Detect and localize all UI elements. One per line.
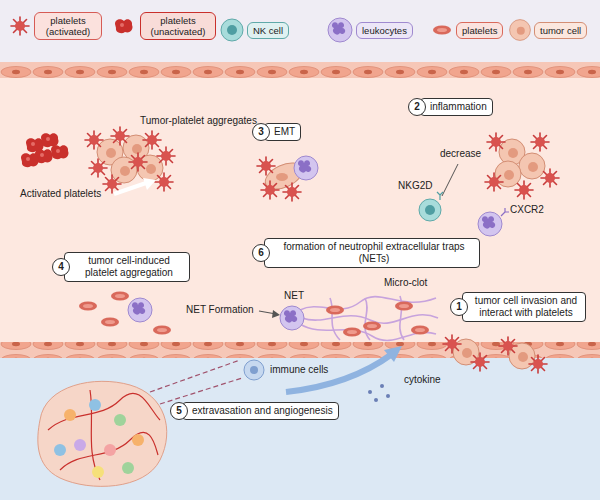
annotation-label: cytokine — [404, 374, 441, 386]
annotation-label: decrease — [440, 148, 481, 160]
callout-number: 4 — [52, 258, 70, 276]
legend-label: tumor cell — [534, 22, 587, 39]
annotation-label: NKG2D — [398, 180, 432, 192]
legend-label: platelets (activated) — [34, 12, 102, 40]
callout-text: tumor cell-induced platelet aggregation — [74, 255, 184, 279]
callout-text: tumor cell invasion and interact with pl… — [472, 295, 580, 319]
legend-label: leukocytes — [356, 22, 413, 39]
callout-box: 2inflammation — [420, 98, 493, 116]
annotation-label: immune cells — [270, 364, 328, 376]
callout-number: 2 — [408, 98, 426, 116]
callout-box: 5extravasation and angiogenesis — [182, 402, 339, 420]
legend-label: NK cell — [247, 22, 289, 39]
legend-label: platelets — [456, 22, 503, 39]
callout-text: inflammation — [430, 101, 487, 113]
callout-box: 3EMT — [264, 123, 301, 141]
callout-box: 1tumor cell invasion and interact with p… — [462, 292, 586, 322]
annotation-label: Micro-clot — [384, 277, 427, 289]
callout-text: formation of neutrophil extracellular tr… — [274, 241, 474, 265]
annotation-label: NET — [284, 290, 304, 302]
callout-text: extravasation and angiogenesis — [192, 405, 333, 417]
callout-box: 4tumor cell-induced platelet aggregation — [64, 252, 190, 282]
legend-label: platelets (unactivated) — [140, 12, 216, 40]
callout-text: EMT — [274, 126, 295, 138]
callout-number: 1 — [450, 298, 468, 316]
annotation-label: Tumor-platelet aggregates — [140, 115, 257, 127]
callout-number: 5 — [170, 402, 188, 420]
annotation-label: Activated platelets — [20, 188, 101, 200]
callout-number: 6 — [252, 244, 270, 262]
annotation-label: NET Formation — [186, 304, 254, 316]
callout-box: 6formation of neutrophil extracellular t… — [264, 238, 480, 268]
annotation-label: CXCR2 — [510, 204, 544, 216]
